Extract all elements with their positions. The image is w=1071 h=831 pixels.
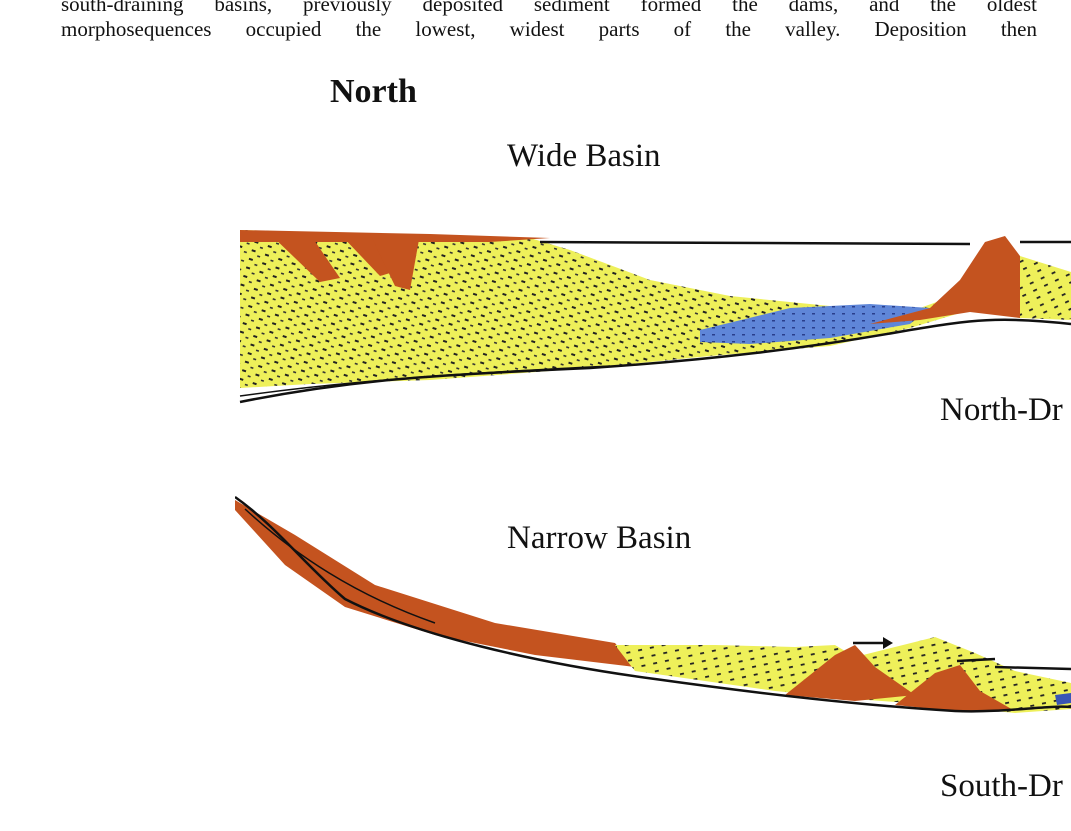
wide-basin-surface-line xyxy=(540,242,970,244)
body-paragraph: south-draining basins, previously deposi… xyxy=(61,0,1037,42)
right-sand-fill xyxy=(1020,256,1071,318)
narrow-basin-cross-section xyxy=(235,495,1071,725)
north-draining-label: North-Dr xyxy=(940,392,1063,429)
wide-basin-cross-section xyxy=(230,220,1071,410)
wide-basin-label: Wide Basin xyxy=(507,138,661,175)
south-draining-label: South-Dr xyxy=(940,768,1063,805)
figure-heading-north: North xyxy=(330,73,417,111)
narrow-basin-clay-sliver xyxy=(1055,693,1071,705)
narrow-basin-gravel-slope xyxy=(235,500,635,667)
paragraph-line-2: morphosequences occupied the lowest, wid… xyxy=(61,17,1037,42)
paragraph-line-1: south-draining basins, previously deposi… xyxy=(61,0,1037,17)
flow-arrow-1-head xyxy=(883,637,893,649)
